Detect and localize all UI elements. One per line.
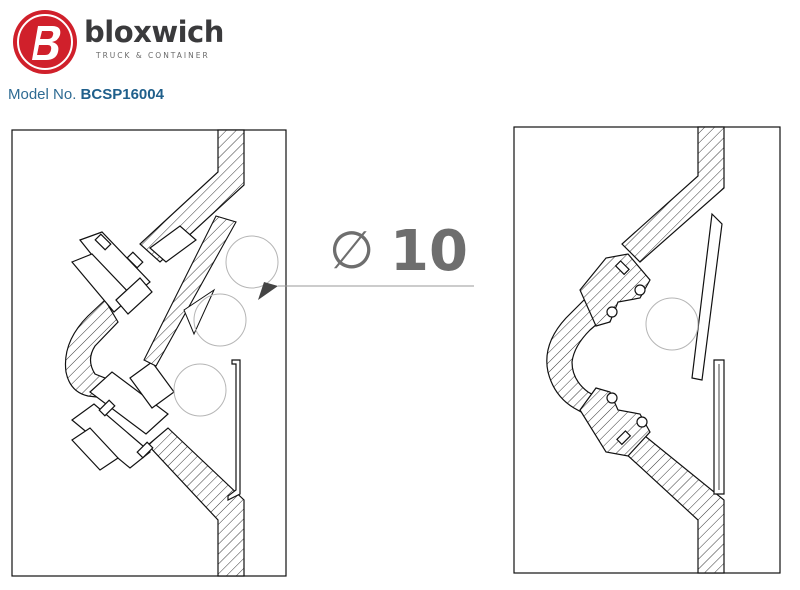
brand-logo	[12, 8, 232, 78]
left-seal-wedge	[183, 288, 216, 336]
left-upper-clamp	[71, 225, 197, 315]
right-section-view	[513, 126, 781, 574]
model-number-line: Model No. BCSP16004	[8, 87, 164, 102]
leader-arrow	[258, 282, 278, 300]
left-door-panel	[227, 359, 241, 501]
left-lower-wall	[147, 427, 245, 577]
right-view-frame	[513, 126, 781, 574]
right-lower-clamp	[579, 387, 651, 457]
left-phantom-circles	[173, 235, 279, 417]
right-upper-clamp	[579, 253, 651, 327]
diameter-value: 10	[390, 219, 468, 284]
left-corner-tube	[64, 299, 119, 399]
brand-name: bloxwich	[84, 15, 224, 49]
model-number: BCSP16004	[80, 86, 164, 103]
right-seal-wedge	[691, 212, 723, 381]
diameter-callout: ∅ 10	[258, 219, 474, 300]
left-upper-wall	[139, 129, 245, 263]
model-label: Model No.	[8, 86, 77, 103]
bloxwich-logo-icon	[13, 10, 77, 74]
brand-subtitle: TRUCK & CONTAINER	[96, 51, 210, 60]
left-section-view	[11, 129, 287, 577]
diameter-symbol: ∅	[329, 221, 374, 281]
right-upper-wall	[621, 126, 725, 263]
left-seal-plate	[143, 215, 237, 367]
right-lower-wall	[623, 431, 725, 574]
right-phantom-circle	[645, 297, 699, 351]
left-view-frame	[11, 129, 287, 577]
